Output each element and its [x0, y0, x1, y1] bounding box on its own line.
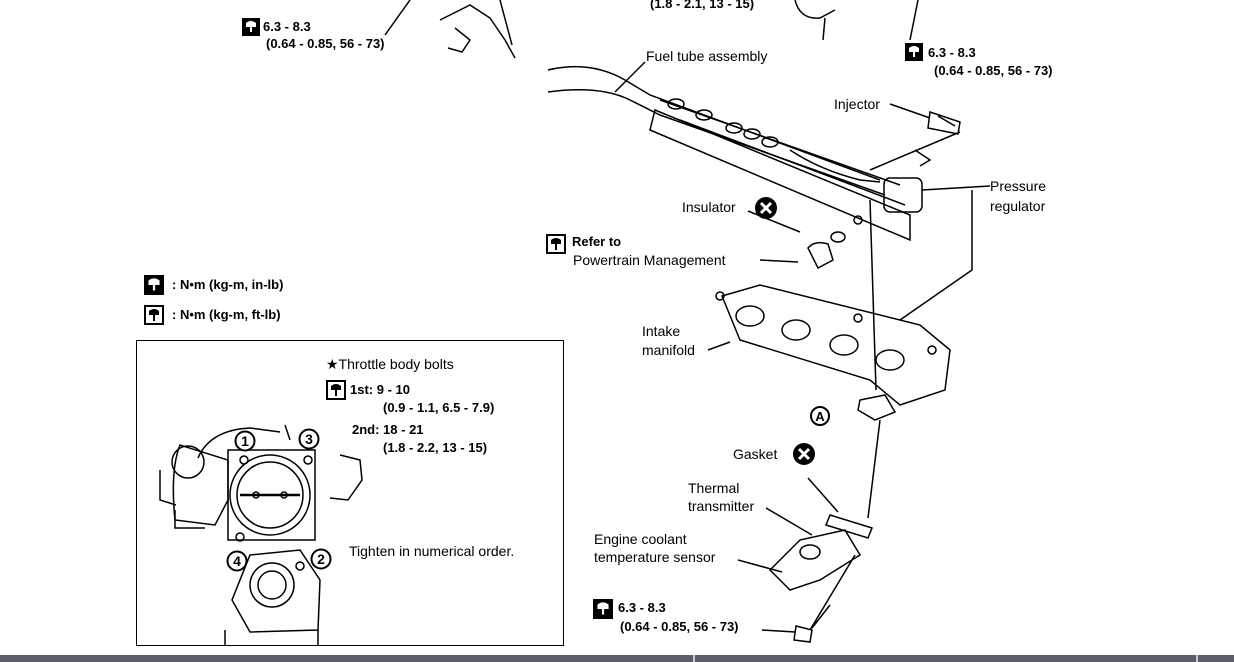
torque-wrench-in-lb-icon	[144, 275, 164, 295]
torque-top-left: 6.3 - 8.3	[263, 19, 311, 34]
inset-second: 2nd: 18 - 21	[352, 422, 424, 437]
inset-first: 1st: 9 - 10	[350, 382, 410, 397]
bolt-2-marker: 2	[310, 548, 332, 570]
torque-top-left-sub: (0.64 - 0.85, 56 - 73)	[266, 36, 385, 51]
legend-ft-lb: : N•m (kg-m, ft-lb)	[172, 307, 281, 322]
replace-part-icon	[793, 443, 815, 465]
label-thermal-2: transmitter	[688, 498, 755, 514]
torque-top-right-sub: (0.64 - 0.85, 56 - 73)	[934, 63, 1053, 78]
svg-text:3: 3	[305, 431, 313, 447]
torque-wrench-in-lb-icon	[905, 43, 923, 61]
label-refer-to: Refer to	[572, 234, 622, 249]
svg-text:1: 1	[241, 433, 249, 449]
torque-wrench-in-lb-icon	[593, 599, 613, 619]
torque-top-center-sub: (1.8 - 2.1, 13 - 15)	[650, 0, 755, 11]
bar-divider	[1196, 655, 1198, 662]
torque-bottom-sub: (0.64 - 0.85, 56 - 73)	[620, 619, 739, 634]
bolt-3-marker: 3	[298, 428, 320, 450]
label-pressure-regulator-2: regulator	[990, 198, 1046, 214]
label-gasket: Gasket	[733, 446, 778, 462]
inset-first-sub: (0.9 - 1.1, 6.5 - 7.9)	[383, 400, 495, 415]
throttle-body-inset	[136, 340, 564, 646]
svg-text:4: 4	[233, 553, 241, 569]
inset-title: ★Throttle body bolts	[326, 356, 454, 372]
svg-text:2: 2	[317, 551, 325, 567]
label-thermal-1: Thermal	[688, 480, 740, 496]
label-insulator: Insulator	[682, 199, 736, 215]
torque-wrench-ft-lb-icon	[144, 305, 164, 325]
bolt-4-marker: 4	[226, 550, 248, 572]
marker-a-icon: A	[810, 406, 830, 426]
label-injector: Injector	[834, 96, 880, 112]
bolt-1-marker: 1	[234, 430, 256, 452]
label-fuel-tube-assembly: Fuel tube assembly	[646, 48, 768, 64]
inset-note: Tighten in numerical order.	[349, 543, 515, 559]
label-intake-2: manifold	[642, 342, 695, 358]
torque-top-right: 6.3 - 8.3	[928, 45, 976, 60]
label-coolant-2: temperature sensor	[594, 549, 716, 565]
torque-wrench-ft-lb-icon	[326, 380, 346, 400]
torque-wrench-in-lb-icon	[242, 18, 260, 36]
inset-second-sub: (1.8 - 2.2, 13 - 15)	[383, 440, 488, 455]
label-coolant-1: Engine coolant	[594, 531, 687, 547]
label-intake-1: Intake	[642, 323, 681, 339]
label-pressure-regulator-1: Pressure	[990, 178, 1047, 194]
replace-part-icon	[755, 197, 777, 219]
legend-in-lb: : N•m (kg-m, in-lb)	[172, 277, 284, 292]
viewer-bottom-bar	[0, 655, 1234, 662]
bar-divider	[693, 655, 695, 662]
marker-a-text: A	[815, 409, 825, 424]
torque-bottom: 6.3 - 8.3	[618, 600, 666, 615]
torque-wrench-ft-lb-icon	[546, 234, 566, 254]
label-powertrain-management: Powertrain Management	[573, 252, 726, 268]
